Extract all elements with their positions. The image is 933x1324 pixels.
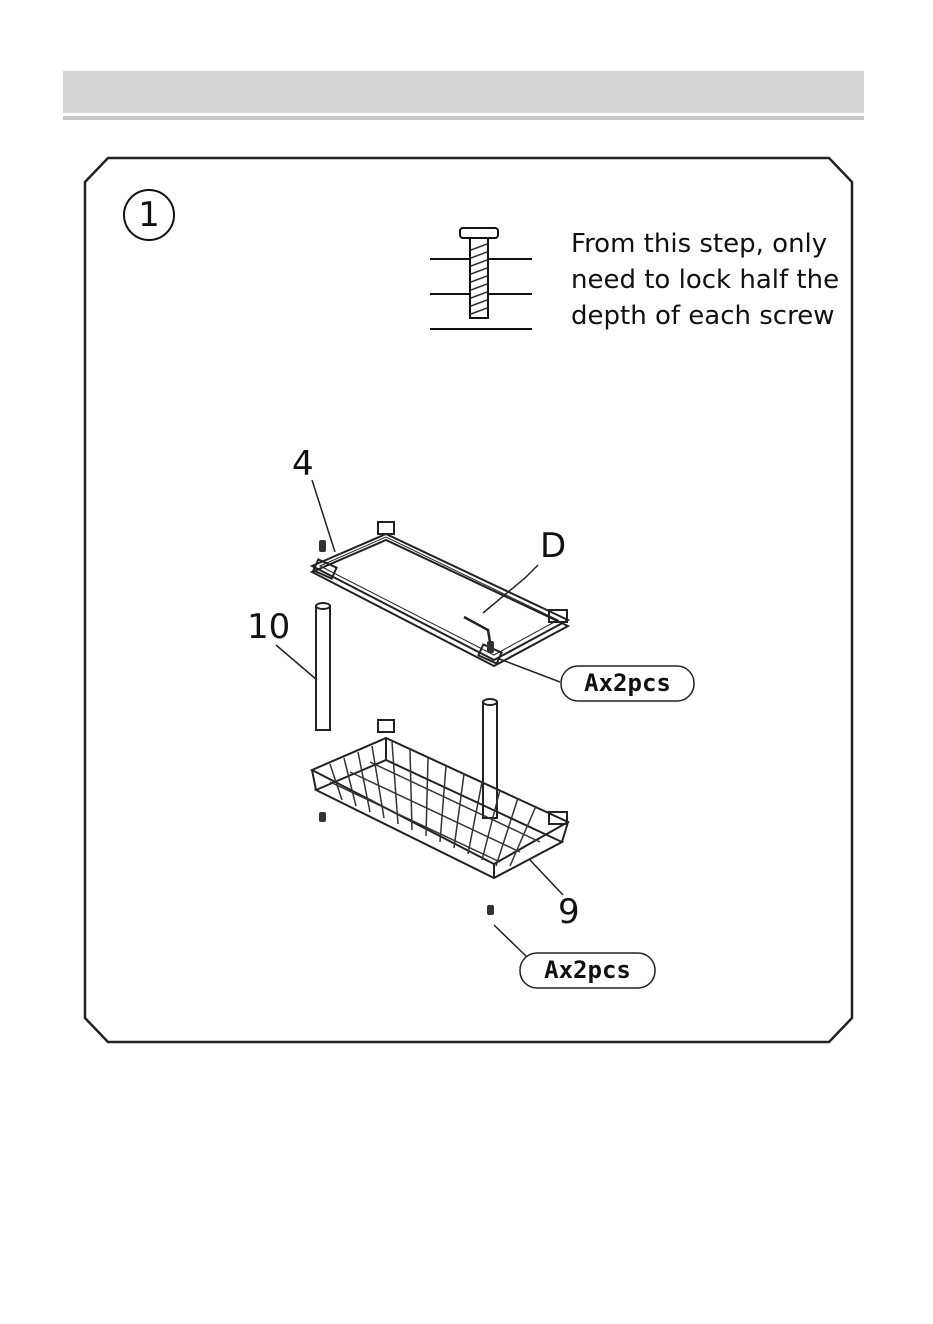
note-line: depth of each screw xyxy=(571,298,841,334)
screw-icon xyxy=(319,540,326,552)
shelf-panel xyxy=(312,522,568,666)
note-line: need to lock half the xyxy=(571,262,841,298)
step-number: 1 xyxy=(124,190,174,240)
screw-icon xyxy=(487,641,494,653)
callout-bottom-screws: Ax2pcs xyxy=(520,956,655,984)
callout-top-screws: Ax2pcs xyxy=(561,669,694,697)
screw-icon xyxy=(487,905,494,915)
pole xyxy=(316,603,330,730)
note-line: From this step, only xyxy=(571,226,841,262)
instruction-note: From this step, only need to lock half t… xyxy=(571,226,841,334)
part-label-basket: 9 xyxy=(558,892,580,932)
wire-basket xyxy=(312,720,568,878)
part-label-pole: 10 xyxy=(247,607,290,647)
pole xyxy=(483,699,497,818)
part-label-shelf: 4 xyxy=(292,444,314,484)
screw-icon xyxy=(319,812,326,822)
part-label-allen-key: D xyxy=(540,526,566,566)
